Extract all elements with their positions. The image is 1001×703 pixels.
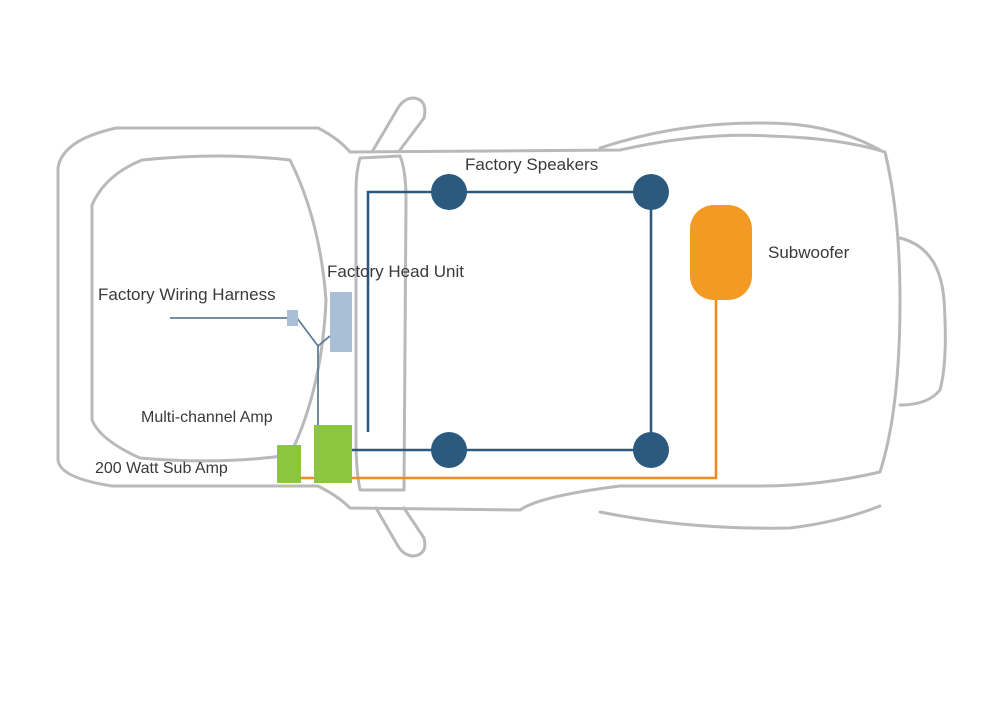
factory-wiring-harness-connector[interactable]	[287, 310, 298, 326]
speaker-rear-right[interactable]	[633, 432, 669, 468]
vehicle-outline	[56, 96, 947, 558]
sub-amp-to-subwoofer-wire	[300, 300, 718, 480]
mirror-bottom	[374, 506, 427, 558]
label-multi-channel-amp: Multi-channel Amp	[141, 409, 273, 426]
speaker-front-right[interactable]	[633, 174, 669, 210]
head-unit-to-front-speaker-wire	[366, 190, 449, 432]
multi-channel-amp[interactable]	[314, 425, 352, 483]
vehicle-hood	[90, 154, 328, 463]
mirror-top	[370, 96, 427, 154]
rear-fender-bottom	[598, 504, 882, 530]
sub-amp[interactable]	[277, 445, 301, 483]
speaker-front-left[interactable]	[431, 174, 467, 210]
components	[277, 174, 752, 483]
label-sub-amp: 200 Watt Sub Amp	[95, 460, 228, 477]
label-subwoofer: Subwoofer	[768, 243, 850, 262]
windshield-frame	[354, 154, 408, 492]
harness-wiring	[170, 317, 331, 425]
speaker-wiring	[352, 190, 653, 452]
factory-head-unit[interactable]	[330, 292, 352, 352]
label-factory-wiring-harness: Factory Wiring Harness	[98, 285, 276, 304]
labels: Factory Speakers Subwoofer Factory Head …	[95, 155, 850, 477]
label-factory-head-unit: Factory Head Unit	[327, 262, 464, 281]
rear-fender-top	[598, 121, 882, 152]
label-factory-speakers: Factory Speakers	[465, 155, 598, 174]
vehicle-body	[56, 126, 902, 512]
subwoofer[interactable]	[690, 205, 752, 300]
speaker-rear-left[interactable]	[431, 432, 467, 468]
subwoofer-wiring	[300, 300, 718, 480]
spare-tire	[898, 236, 947, 407]
